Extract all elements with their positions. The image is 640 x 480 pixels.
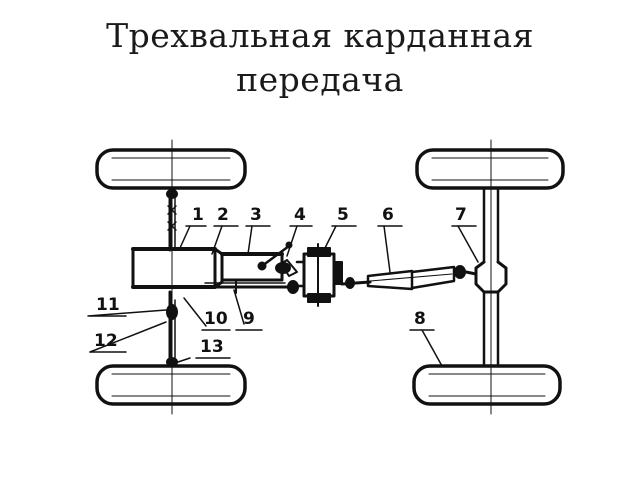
- label-4: 4: [294, 205, 306, 225]
- gearbox: [213, 247, 284, 289]
- label-9: 9: [243, 309, 255, 329]
- intermediate-shaft: [190, 280, 292, 294]
- leader-lines: [87, 225, 479, 367]
- engine: [131, 247, 217, 289]
- label-1: 1: [192, 205, 204, 225]
- label-6: 6: [382, 205, 394, 225]
- label-3: 3: [250, 205, 262, 225]
- label-11: 11: [96, 295, 120, 315]
- propeller-shaft: [340, 265, 466, 291]
- label-2: 2: [217, 205, 229, 225]
- rear-left-wheel: [95, 364, 247, 406]
- gear-lever: [257, 241, 293, 271]
- rear-right-wheel: [412, 364, 562, 406]
- transfer-case: [295, 243, 343, 307]
- title-line-2: передача: [236, 60, 404, 99]
- label-12: 12: [94, 331, 118, 351]
- front-right-wheel: [415, 148, 565, 190]
- title-line-1: Трехвальная карданная: [106, 16, 534, 55]
- label-7: 7: [455, 205, 467, 225]
- front-left-wheel: [95, 148, 247, 190]
- rear-axle: [464, 186, 508, 368]
- label-8: 8: [414, 309, 426, 329]
- label-underlines: [89, 225, 477, 359]
- slide-title: Трехвальная карданная передача: [0, 14, 640, 102]
- left-lower-shaft: [166, 290, 178, 368]
- left-upper-shaft: [166, 186, 178, 252]
- label-10: 10: [204, 309, 228, 329]
- label-13: 13: [200, 337, 224, 357]
- label-5: 5: [337, 205, 349, 225]
